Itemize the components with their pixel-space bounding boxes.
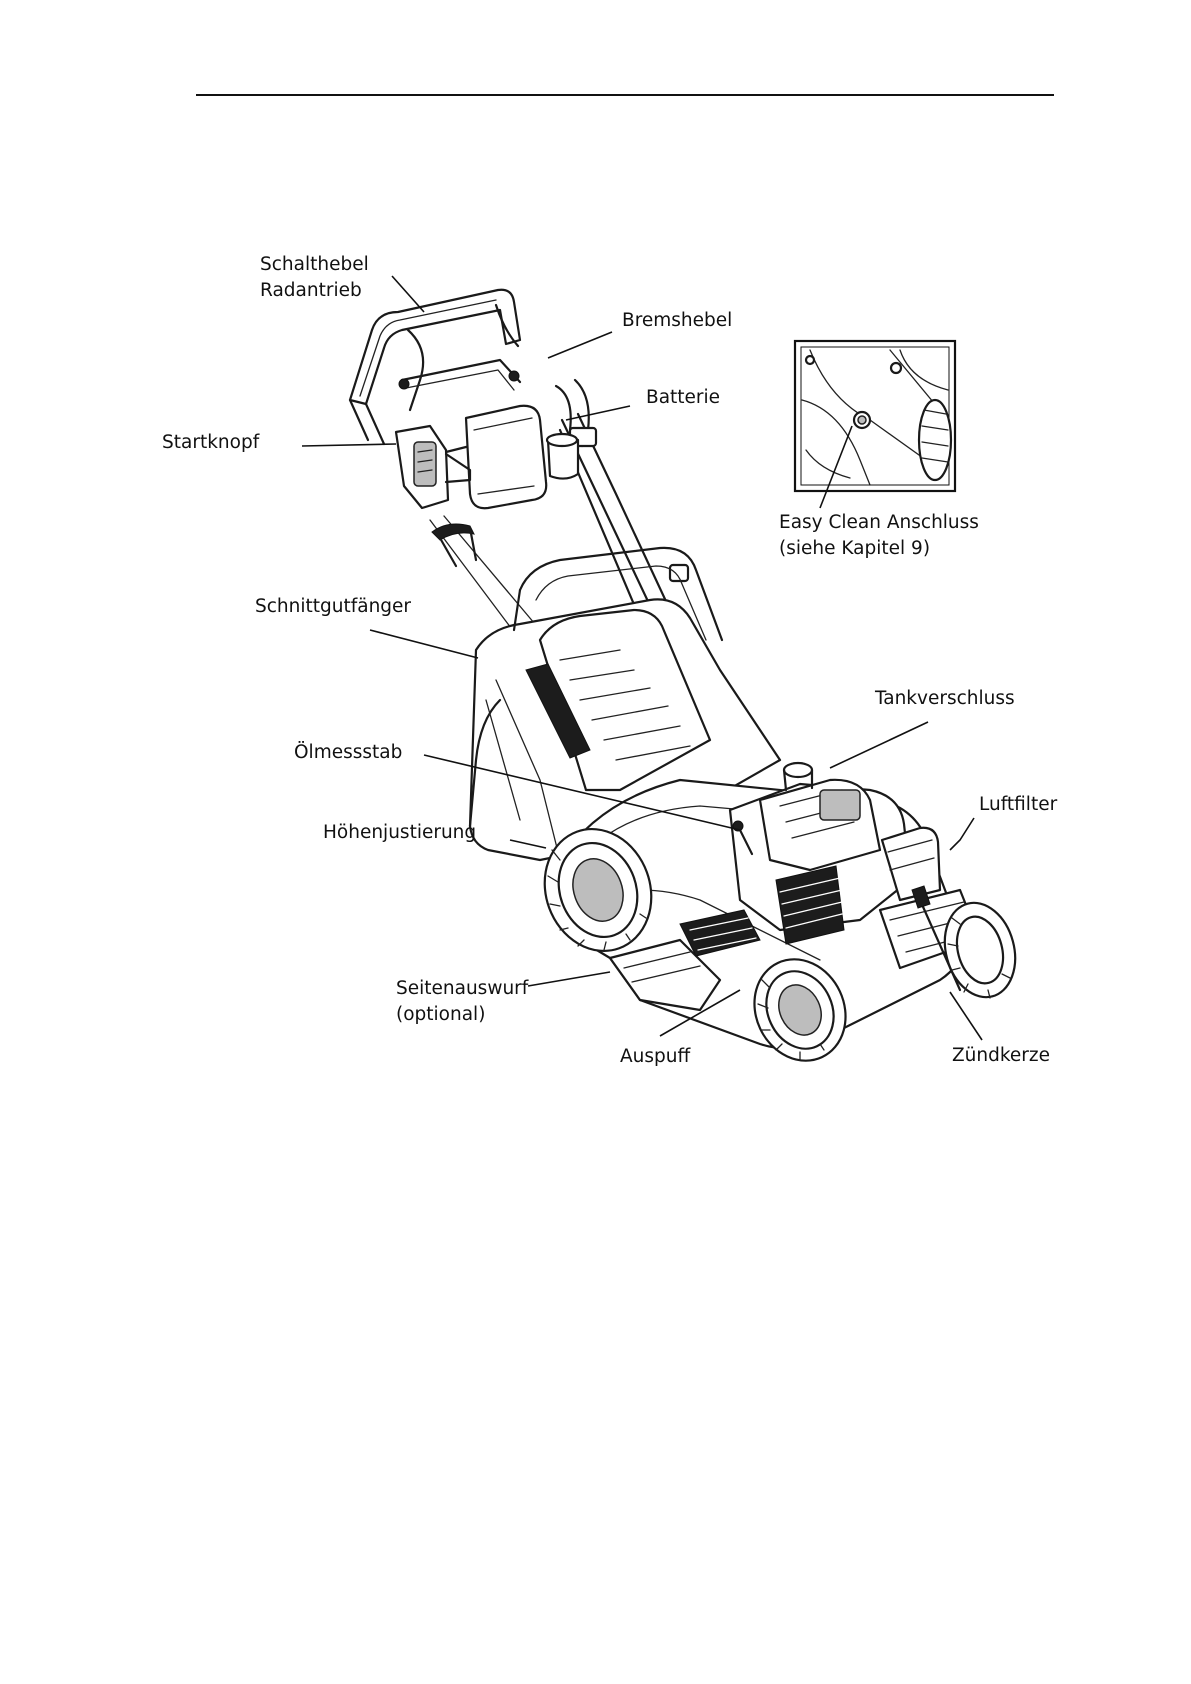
label-easy-clean-anschluss: Easy Clean Anschluss (siehe Kapitel 9) [779,510,979,562]
label-luftfilter: Luftfilter [979,792,1057,818]
label-seitenauswurf: Seitenauswurf (optional) [396,976,528,1028]
label-tankverschluss: Tankverschluss [875,686,1015,712]
label-batterie: Batterie [646,385,720,411]
label-schalthebel-radantrieb: Schalthebel Radantrieb [260,252,369,304]
label-hoehenjustierung: Höhenjustierung [323,820,476,846]
label-schnittgutfaenger: Schnittgutfänger [255,594,411,620]
label-zuendkerze: Zündkerze [952,1043,1050,1069]
label-bremshebel: Bremshebel [622,308,732,334]
label-startknopf: Startknopf [162,430,259,456]
easy-clean-inset [795,341,955,491]
brake-lever [399,360,520,390]
drive-lever [432,524,476,566]
battery [446,406,578,508]
label-oelmessstab: Ölmessstab [294,740,402,766]
start-button-housing [396,426,470,508]
label-auspuff: Auspuff [620,1044,690,1070]
